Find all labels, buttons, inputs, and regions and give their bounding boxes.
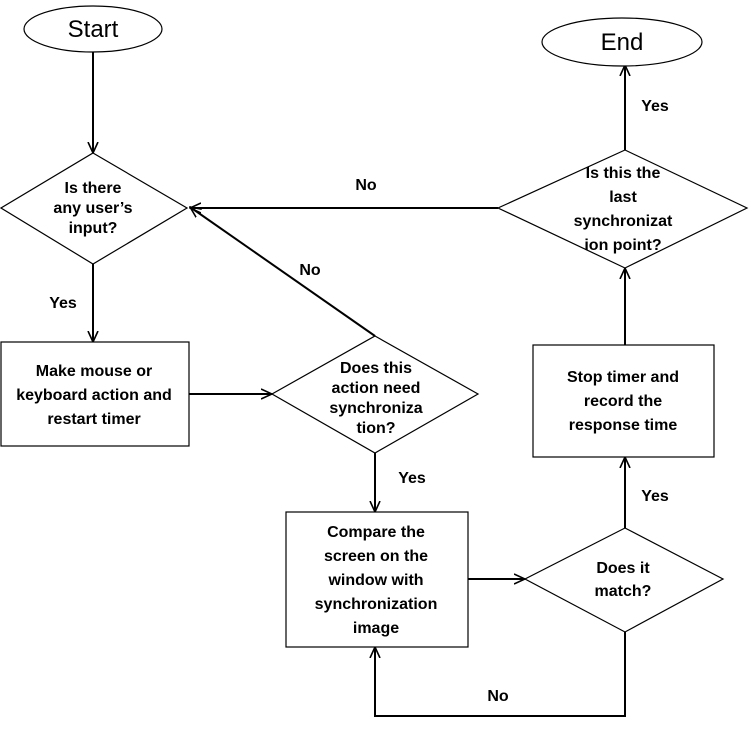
start-label: Start [68,16,119,43]
compare-box-line-4: synchronization [315,596,438,613]
compare-box-line-5: image [353,620,399,637]
label-sync-no: No [299,262,321,279]
action-box-line-2: keyboard action and [16,387,172,404]
match-decision-line-1: Does it [596,560,650,577]
connectors [93,52,626,717]
compare-box-line-3: window with [327,572,423,589]
sync-decision-line-4: tion? [356,420,395,437]
stop-box: Stop timer and record the response time [532,344,715,458]
end-node: End [541,17,703,67]
sync-decision-line-3: synchroniza [329,400,422,417]
sync-decision-line-1: Does this [340,360,412,377]
stop-box-line-3: response time [569,417,678,434]
start-node: Start [23,5,163,53]
input-decision-line-3: input? [69,220,118,237]
sync-decision: Does this action need synchroniza tion? [270,335,480,454]
last-decision-line-4: ion point? [584,237,661,254]
action-box-line-1: Make mouse or [36,363,152,380]
input-decision: Is there any user’s input? [0,152,189,265]
action-box-line-3: restart timer [47,411,140,428]
compare-box-line-2: screen on the [324,548,428,565]
last-decision-line-2: last [609,189,637,206]
edge-sync-no-to-input [190,207,376,337]
input-decision-line-2: any user’s [53,200,132,217]
sync-decision-line-2: action need [332,380,421,397]
match-decision-line-2: match? [595,583,652,600]
edge-labels: Yes No Yes No Yes No Yes [49,98,669,705]
label-match-yes: Yes [641,488,669,505]
compare-box-line-1: Compare the [327,524,425,541]
label-match-no: No [487,688,509,705]
action-box: Make mouse or keyboard action and restar… [0,341,190,447]
input-decision-line-1: Is there [65,180,122,197]
last-decision: Is this the last synchronizat ion point? [496,149,749,269]
stop-box-line-1: Stop timer and [567,369,679,386]
match-decision: Does it match? [523,527,725,633]
compare-box: Compare the screen on the window with sy… [285,511,469,648]
label-sync-yes: Yes [398,470,426,487]
end-label: End [601,29,644,56]
label-last-yes: Yes [641,98,669,115]
label-last-no: No [355,177,377,194]
edge-match-no-to-compare [375,632,626,717]
last-decision-line-1: Is this the [586,165,661,182]
label-input-yes: Yes [49,295,77,312]
stop-box-line-2: record the [584,393,662,410]
last-decision-line-3: synchronizat [574,213,673,230]
